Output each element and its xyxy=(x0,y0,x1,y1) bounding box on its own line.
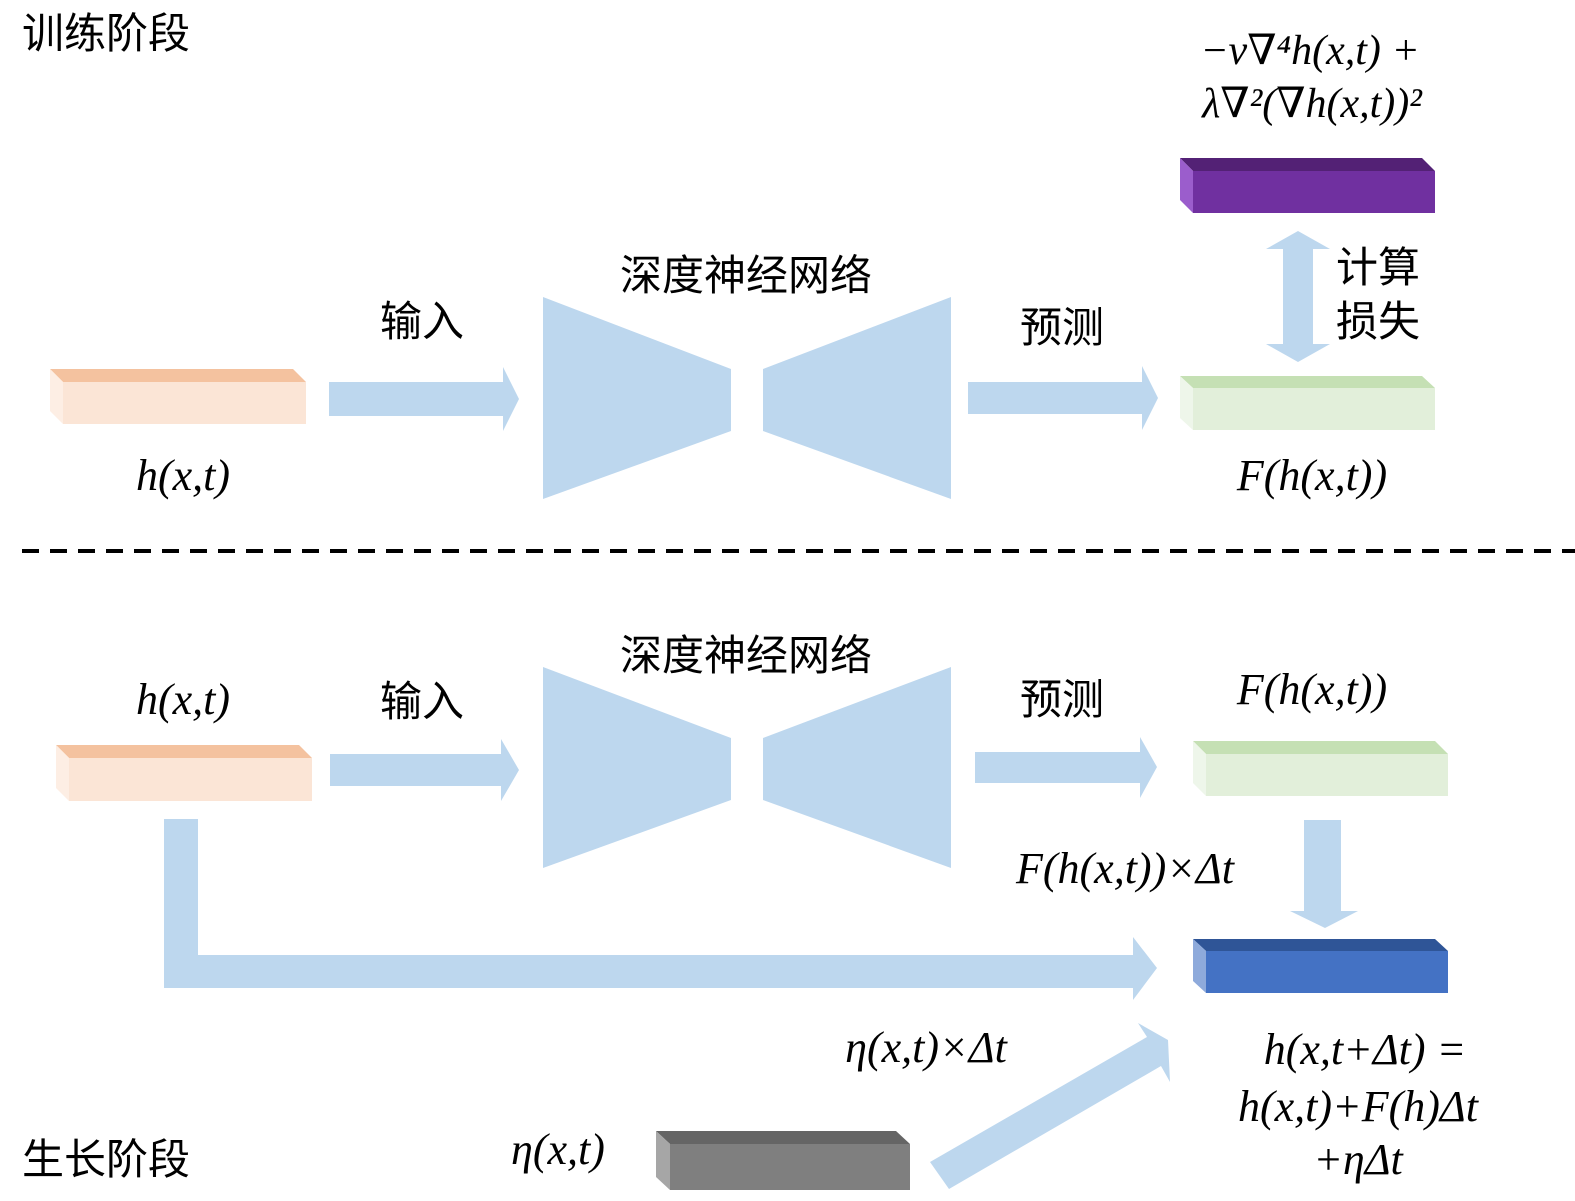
growth-input-label: 输入 xyxy=(380,677,464,726)
growth-prediction-block-side xyxy=(1193,741,1206,796)
training-input-block-side xyxy=(50,369,63,424)
noise-block xyxy=(656,1131,910,1190)
target-formula-line2: λ∇²(∇h(x,t))² xyxy=(1200,81,1423,127)
training-encoder-trapezoid xyxy=(543,297,731,499)
training-input-arrow xyxy=(329,367,519,431)
noise-diagonal-arrow xyxy=(930,1023,1170,1189)
growth-stage-title: 生长阶段 xyxy=(22,1135,190,1184)
result-block xyxy=(1193,939,1448,993)
target-block-top xyxy=(1180,158,1435,171)
growth-input-block xyxy=(56,745,312,801)
growth-prediction-var: F(h(x,t)) xyxy=(1236,665,1387,714)
result-block-top xyxy=(1193,939,1448,951)
growth-prediction-block xyxy=(1193,741,1448,796)
noise-var: η(x,t) xyxy=(511,1125,605,1174)
growth-decoder-trapezoid xyxy=(763,667,951,868)
target-block-front xyxy=(1193,171,1435,213)
update-formula-line2: h(x,t)+F(h)Δt xyxy=(1238,1082,1480,1131)
growth-predict-arrow xyxy=(975,737,1157,798)
loss-label-line2: 损失 xyxy=(1336,297,1420,346)
training-stage-title: 训练阶段 xyxy=(22,9,190,58)
update-formula-line3: +ηΔt xyxy=(1313,1135,1404,1184)
training-predict-label: 预测 xyxy=(1020,303,1104,352)
update-formula-line1: h(x,t+Δt) = xyxy=(1264,1025,1467,1074)
target-block-side xyxy=(1180,158,1193,213)
growth-predict-label: 预测 xyxy=(1020,675,1104,724)
loss-label-line1: 计算 xyxy=(1336,243,1420,292)
training-network-label: 深度神经网络 xyxy=(620,251,872,300)
training-decoder-trapezoid xyxy=(763,297,951,499)
growth-input-block-front xyxy=(69,758,312,801)
result-block-side xyxy=(1193,939,1206,993)
training-prediction-block-front xyxy=(1193,388,1435,430)
growth-input-block-top xyxy=(56,745,312,758)
training-prediction-var: F(h(x,t)) xyxy=(1236,451,1387,500)
scaled-prediction-label: F(h(x,t))×Δt xyxy=(1015,844,1236,893)
scaled-noise-label: η(x,t)×Δt xyxy=(845,1023,1008,1072)
result-block-front xyxy=(1206,951,1448,993)
training-prediction-block-side xyxy=(1180,376,1193,430)
residual-skip-arrow xyxy=(164,819,1157,1000)
training-input-label: 输入 xyxy=(380,297,464,346)
target-formula-line1: −ν∇⁴h(x,t) + xyxy=(1200,28,1420,74)
noise-block-front xyxy=(670,1144,910,1190)
growth-input-var: h(x,t) xyxy=(136,675,230,724)
loss-double-arrow xyxy=(1266,231,1330,362)
growth-network-label: 深度神经网络 xyxy=(620,631,872,680)
growth-prediction-block-front xyxy=(1206,754,1448,796)
noise-block-side xyxy=(656,1131,670,1190)
growth-input-arrow xyxy=(330,739,519,801)
training-input-block-top xyxy=(50,369,306,382)
growth-input-block-side xyxy=(56,745,69,801)
training-prediction-block xyxy=(1180,376,1435,430)
prediction-down-arrow xyxy=(1290,820,1358,928)
training-input-var: h(x,t) xyxy=(136,451,230,500)
training-input-block-front xyxy=(63,382,306,424)
growth-encoder-trapezoid xyxy=(543,667,731,868)
growth-prediction-block-top xyxy=(1193,741,1448,754)
target-block xyxy=(1180,158,1435,213)
training-predict-arrow xyxy=(968,366,1158,430)
noise-block-top xyxy=(656,1131,910,1144)
training-input-block xyxy=(50,369,306,424)
training-prediction-block-top xyxy=(1180,376,1435,388)
